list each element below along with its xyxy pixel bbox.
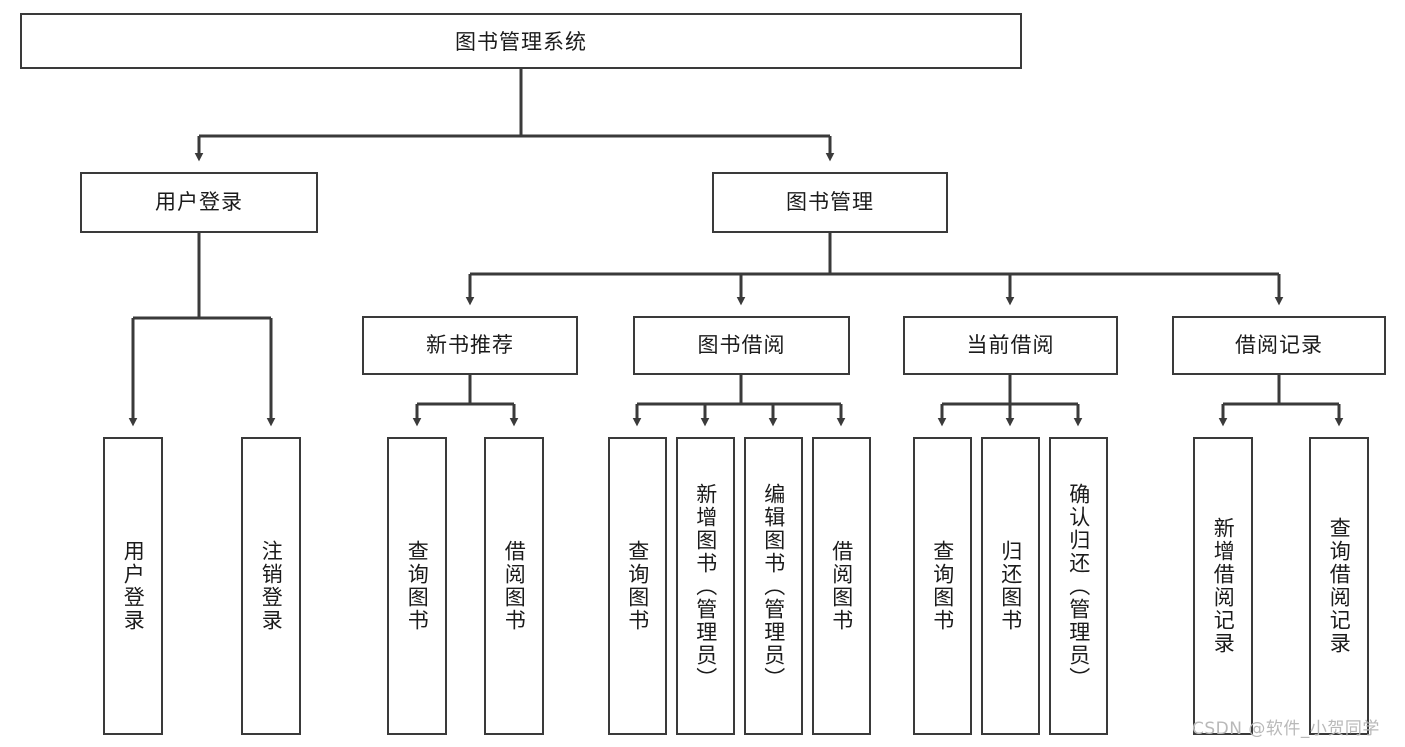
leaf-add-book-admin[interactable]: 新增图书（管理员） xyxy=(676,437,735,735)
leaf-confirm-return-admin[interactable]: 确认归还（管理员） xyxy=(1049,437,1108,735)
leaf-query-book-borrow[interactable]: 查询图书 xyxy=(608,437,667,735)
csdn-watermark: CSDN @软件_小贺同学 xyxy=(1192,719,1380,739)
node-book-borrow[interactable]: 图书借阅 xyxy=(633,316,850,375)
leaf-add-borrow-record[interactable]: 新增借阅记录 xyxy=(1193,437,1253,735)
leaf-query-book-current[interactable]: 查询图书 xyxy=(913,437,972,735)
leaf-query-borrow-record[interactable]: 查询借阅记录 xyxy=(1309,437,1369,735)
leaf-borrow-book-newbook[interactable]: 借阅图书 xyxy=(484,437,544,735)
node-user-login[interactable]: 用户登录 xyxy=(80,172,318,233)
node-current-borrow[interactable]: 当前借阅 xyxy=(903,316,1118,375)
node-root[interactable]: 图书管理系统 xyxy=(20,13,1022,69)
leaf-logout[interactable]: 注销登录 xyxy=(241,437,301,735)
leaf-edit-book-admin[interactable]: 编辑图书（管理员） xyxy=(744,437,803,735)
node-book-management[interactable]: 图书管理 xyxy=(712,172,948,233)
leaf-borrow-book[interactable]: 借阅图书 xyxy=(812,437,871,735)
leaf-query-book-newbook[interactable]: 查询图书 xyxy=(387,437,447,735)
leaf-user-login[interactable]: 用户登录 xyxy=(103,437,163,735)
leaf-return-book[interactable]: 归还图书 xyxy=(981,437,1040,735)
node-borrow-records[interactable]: 借阅记录 xyxy=(1172,316,1386,375)
node-new-book-recommend[interactable]: 新书推荐 xyxy=(362,316,578,375)
